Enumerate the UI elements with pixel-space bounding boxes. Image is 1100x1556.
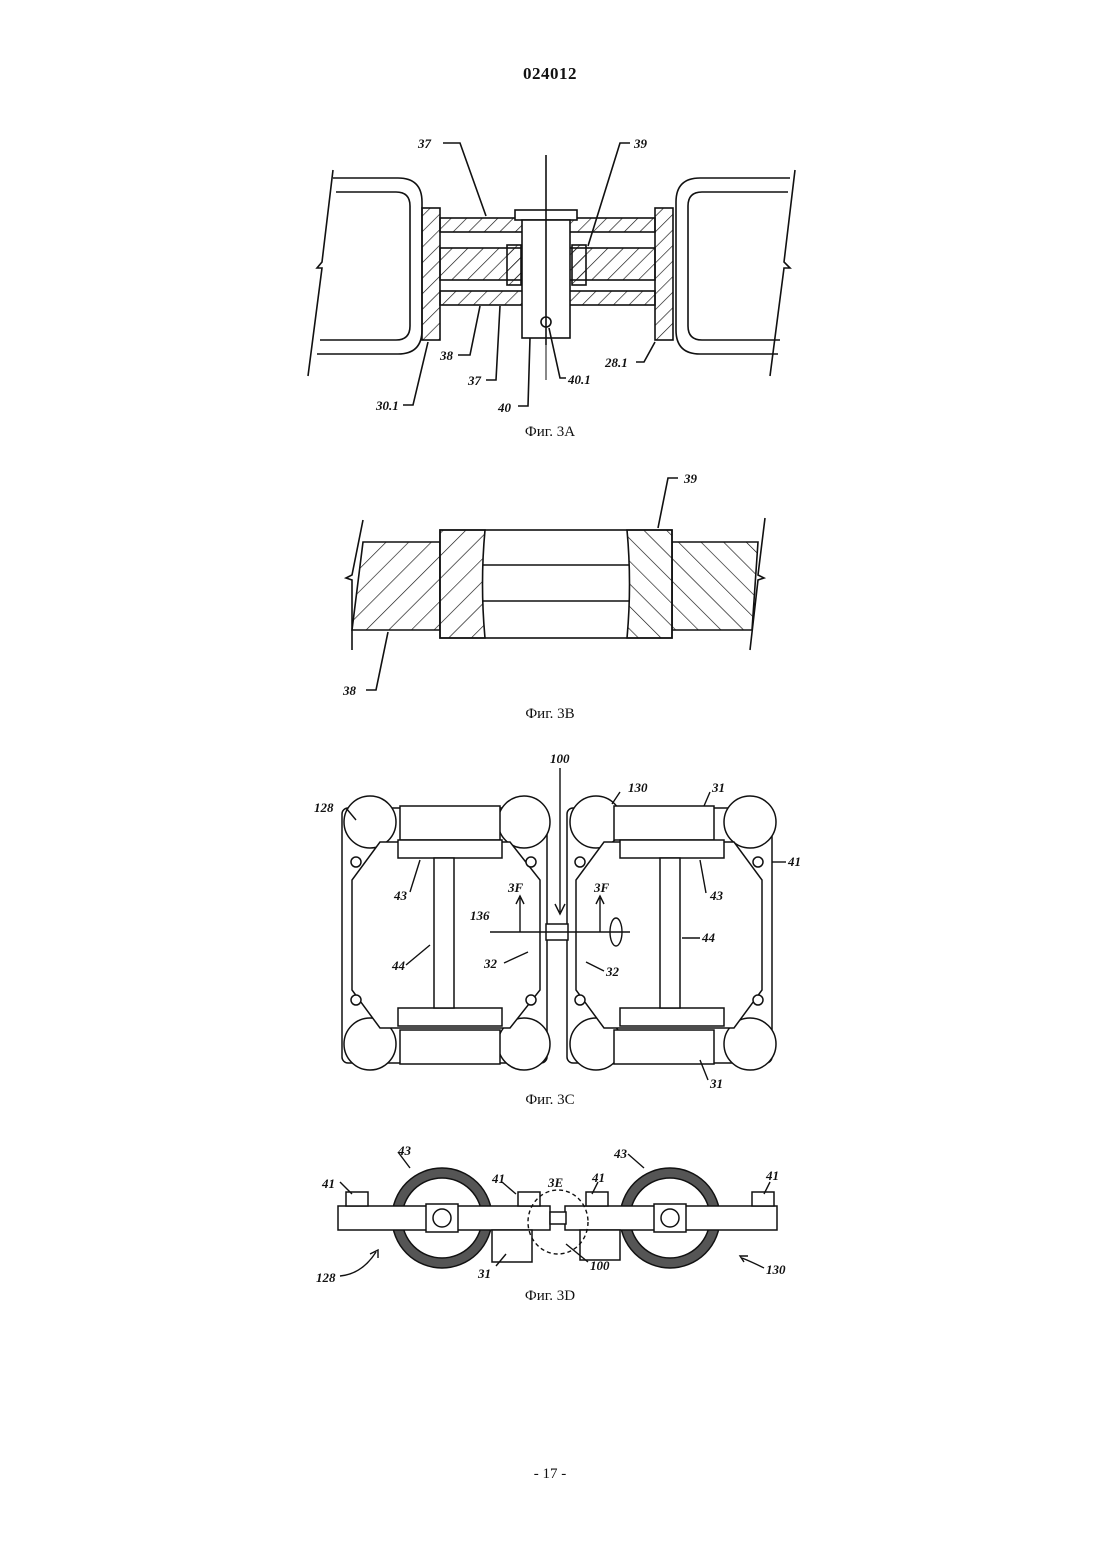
label-32-left: 32 [483,956,498,971]
label-41-c: 41 [591,1170,605,1185]
label-31-bottom: 31 [709,1076,723,1091]
label-130: 130 [766,1262,786,1277]
label-41-a: 41 [321,1176,335,1191]
label-43-right: 43 [709,888,724,903]
page-number: - 17 - [0,1466,1100,1483]
label-37-bottom: 37 [467,373,482,388]
label-38: 38 [342,683,357,698]
label-30-1: 30.1 [375,398,399,413]
figure-3c-drawing: 100 128 130 31 41 43 43 3F 3F 136 44 44 … [0,745,1100,1095]
label-37-top: 37 [417,136,432,151]
label-40: 40 [497,400,512,415]
label-31-top: 31 [711,780,725,795]
label-128: 128 [316,1270,336,1285]
label-43-left: 43 [393,888,408,903]
figure-3a-caption: Фиг. 3A [0,424,1100,441]
figure-3c-caption: Фиг. 3C [0,1092,1100,1109]
label-136: 136 [470,908,490,923]
label-3e: 3E [547,1175,564,1190]
label-128: 128 [314,800,334,815]
label-44-right: 44 [701,930,716,945]
label-3f-left: 3F [507,880,524,895]
label-39: 39 [633,136,648,151]
label-41-b: 41 [491,1171,505,1186]
label-43-left: 43 [397,1143,412,1158]
label-31: 31 [477,1266,491,1281]
figure-3a-drawing: 37 39 38 37 40 40.1 30.1 28.1 [0,130,1100,420]
label-130: 130 [628,780,648,795]
label-3f-right: 3F [593,880,610,895]
label-32-right: 32 [605,964,620,979]
figure-3b-caption: Фиг. 3B [0,706,1100,723]
label-39: 39 [683,471,698,486]
label-43-right: 43 [613,1146,628,1161]
label-100: 100 [550,751,570,766]
document-number: 024012 [0,64,1100,84]
figure-3d-drawing: 43 43 41 41 3E 41 41 128 31 100 130 [0,1135,1100,1290]
figure-3b-drawing: 39 38 [0,465,1100,705]
label-41-d: 41 [765,1168,779,1183]
label-100: 100 [590,1258,610,1273]
label-40-1: 40.1 [567,372,591,387]
label-38: 38 [439,348,454,363]
label-28-1: 28.1 [604,355,628,370]
figure-3d-caption: Фиг. 3D [0,1288,1100,1305]
label-41: 41 [787,854,801,869]
label-44-left: 44 [391,958,406,973]
